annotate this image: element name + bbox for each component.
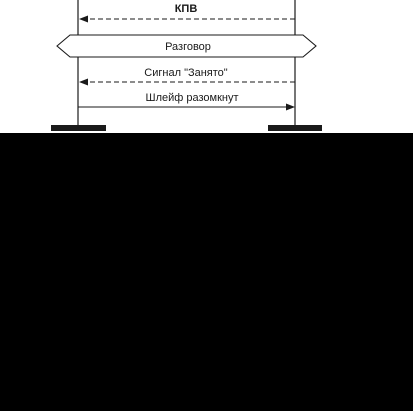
conversation-label: Разговор	[165, 41, 211, 53]
kpv-label: КПВ	[175, 3, 198, 15]
diagram-svg: КПВ Разговор Сигнал "Занято" Шлейф разом…	[51, 0, 322, 131]
kpv-arrowhead	[79, 15, 88, 23]
signaling-diagram: КПВ Разговор Сигнал "Занято" Шлейф разом…	[0, 0, 413, 133]
loop-open-arrowhead	[286, 103, 295, 111]
busy-signal-label: Сигнал "Занято"	[144, 67, 227, 79]
left-terminal-bar	[51, 125, 106, 131]
loop-open-label: Шлейф разомкнут	[145, 92, 238, 104]
conversation-band	[56, 34, 317, 58]
right-terminal-bar	[268, 125, 322, 131]
busy-signal-arrowhead	[79, 78, 88, 86]
